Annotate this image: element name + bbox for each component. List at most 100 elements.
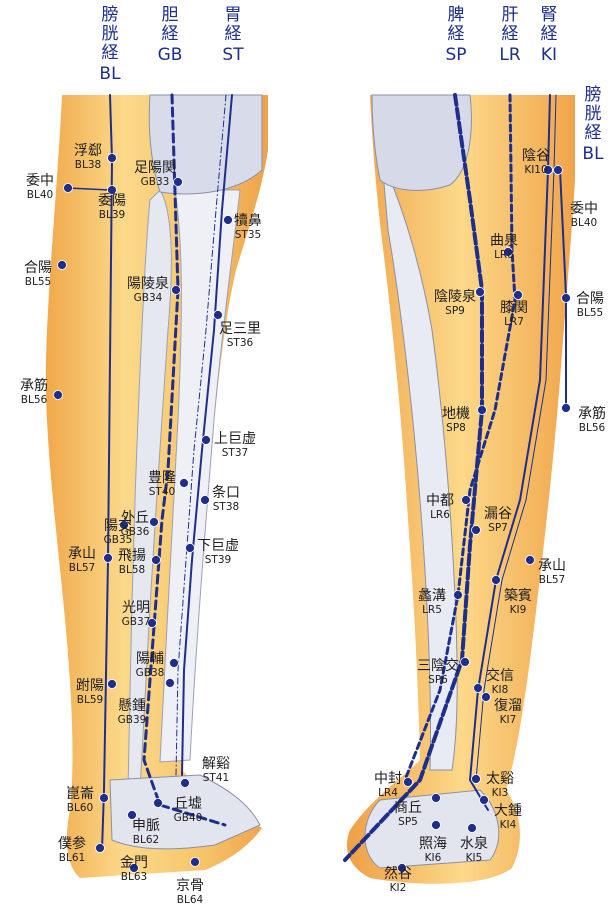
meridian-char: 肝 <box>502 5 519 25</box>
acupoint-dot <box>492 576 501 585</box>
acupoint-dot <box>432 821 441 830</box>
acupoint-dot <box>454 591 463 600</box>
meridian-code: BL <box>582 144 604 164</box>
acupoint-name: 陽交 <box>104 517 132 534</box>
acupoint-bl63: 金門BL63 <box>120 855 148 883</box>
acupoint-name: 解谿 <box>202 756 230 772</box>
acupoint-code: GB39 <box>118 714 147 726</box>
acupoint-code: BL55 <box>25 276 51 288</box>
acupoint-code: LR5 <box>422 604 442 616</box>
acupoint-name: 陰陵泉 <box>434 288 476 305</box>
acupoint-code: BL59 <box>77 694 103 706</box>
acupoint-dot <box>554 166 563 175</box>
acupoint-dot <box>562 294 571 303</box>
meridian-header-gb-left: 胆経GB <box>158 5 183 65</box>
meridian-char: 脾 <box>448 5 465 25</box>
acupoint-code: BL62 <box>133 834 159 846</box>
acupoint-code: SP8 <box>446 422 466 434</box>
acupoint-code: KI3 <box>492 787 509 799</box>
acupoint-name: 跗陽 <box>76 678 104 694</box>
acupoint-name: 中都 <box>426 493 454 509</box>
acupoint-dot <box>480 796 489 805</box>
acupoint-code: GB37 <box>122 616 151 628</box>
acupoint-name: 陽輔 <box>136 651 164 667</box>
acupoint-code: BL40 <box>27 189 53 201</box>
meridian-code: LR <box>499 45 520 65</box>
acupoint-name: 照海 <box>419 836 447 852</box>
acupoint-name: 懸鍾 <box>118 698 146 714</box>
acupoint-dot <box>154 799 163 808</box>
acupoint-name: 漏谷 <box>484 506 512 522</box>
acupoint-code: SP7 <box>488 522 508 534</box>
acupoint-code: KI7 <box>500 714 517 726</box>
acupoint-code: KI9 <box>510 604 527 616</box>
acupoint-name: 申脈 <box>132 818 160 834</box>
meridian-code: BL <box>99 64 121 84</box>
acupoint-name: 然谷 <box>384 865 412 882</box>
acupoint-name: 僕参 <box>58 835 86 852</box>
acupoint-dot <box>108 154 117 163</box>
acupoint-name: 三陰交 <box>417 657 459 674</box>
meridian-char: 経 <box>448 24 465 44</box>
acupoint-code: BL57 <box>69 562 95 574</box>
acupoint-dot <box>472 775 481 784</box>
acupoint-code: BL60 <box>67 802 93 814</box>
meridian-code: KI <box>541 45 557 65</box>
acupoint-name: 蠡溝 <box>418 587 446 604</box>
acupoint-code: GB33 <box>141 176 170 188</box>
acupoint-dot <box>224 216 233 225</box>
acupoint-code: ST41 <box>203 772 229 784</box>
acupoint-code: KI8 <box>492 684 509 696</box>
acupoint-name: 下巨虚 <box>197 538 239 554</box>
acupoint-dot <box>562 404 571 413</box>
acupoint-code: GB40 <box>174 812 203 824</box>
acupoint-name: 地機 <box>442 406 470 422</box>
meridian-char: 経 <box>225 24 242 44</box>
meridian-char: 胃 <box>225 5 242 25</box>
acupoint-dot <box>170 659 179 668</box>
acupoint-dot <box>201 496 210 505</box>
acupoint-name: 委陽 <box>98 193 126 209</box>
acupoint-code: LR7 <box>504 316 524 328</box>
acupoint-dot <box>104 554 113 563</box>
meridian-char: 胱 <box>585 104 602 124</box>
acupoint-code: BL58 <box>119 564 145 576</box>
acupoint-code: KI10 <box>524 164 547 176</box>
acupoint-name: 足三里 <box>219 321 261 337</box>
acupoint-name: 承山 <box>68 546 96 562</box>
acupoint-dot <box>468 824 477 833</box>
meridian-header-bl-left: 膀胱経BL <box>99 5 121 84</box>
acupoint-code: ST40 <box>149 486 175 498</box>
acupoint-code: KI5 <box>466 852 483 864</box>
acupoint-name: 交信 <box>486 667 514 684</box>
acupoint-code: ST39 <box>205 554 231 566</box>
acupoint-code: BL40 <box>571 217 597 229</box>
acupoint-code: BL61 <box>59 852 85 864</box>
acupoint-name: 膝関 <box>500 300 528 316</box>
acupoint-code: BL63 <box>121 871 147 883</box>
acupoint-code: ST35 <box>235 229 261 241</box>
acupoint-code: LR8 <box>494 249 514 261</box>
acupoint-code: SP6 <box>428 674 448 686</box>
acupoint-dot <box>172 286 181 295</box>
acupoint-dot <box>472 526 481 535</box>
acupoint-dot <box>214 311 223 320</box>
acupoint-name: 太谿 <box>486 771 514 787</box>
acupoint-name: 犢鼻 <box>234 212 262 229</box>
acupoint-dot <box>202 436 211 445</box>
meridian-char: 膀 <box>102 5 119 25</box>
acupoint-name: 上巨虚 <box>214 431 256 447</box>
acupoint-name: 崑崙 <box>66 786 94 802</box>
acupoint-name: 飛揚 <box>118 547 146 564</box>
acupoint-code: ST36 <box>227 337 254 349</box>
right-leg-silhouette <box>347 95 575 884</box>
meridian-header-ki-right: 腎経KI <box>541 5 558 65</box>
acupoint-dot <box>54 391 63 400</box>
